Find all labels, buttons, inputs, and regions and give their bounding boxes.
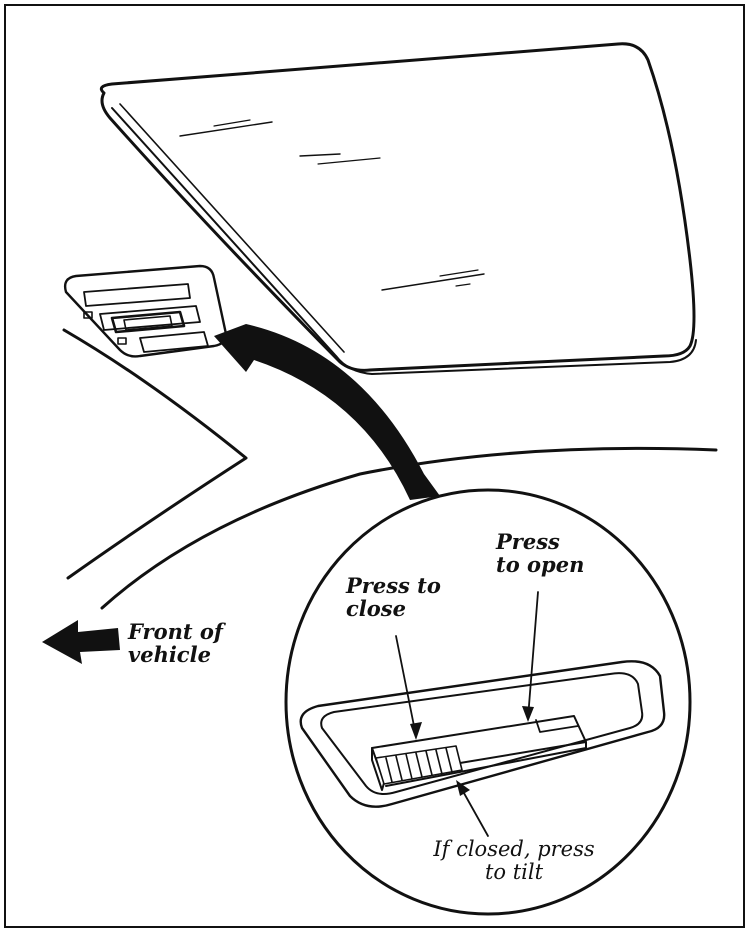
- left-arrow-icon: [42, 620, 120, 664]
- overhead-console: [63, 264, 228, 358]
- press-to-tilt-label: If closed, press to tilt: [433, 837, 595, 884]
- magnified-view: [284, 488, 692, 916]
- sunroof-glass-panel: [99, 42, 697, 375]
- leader-arrowheads: [410, 706, 534, 796]
- press-to-open-label: Press to open: [496, 529, 585, 577]
- press-to-close-label: Press to close: [346, 573, 441, 621]
- roof-lines: [62, 328, 718, 610]
- front-of-vehicle-label: Front of vehicle: [128, 619, 223, 667]
- curved-arrow-icon: [214, 324, 440, 500]
